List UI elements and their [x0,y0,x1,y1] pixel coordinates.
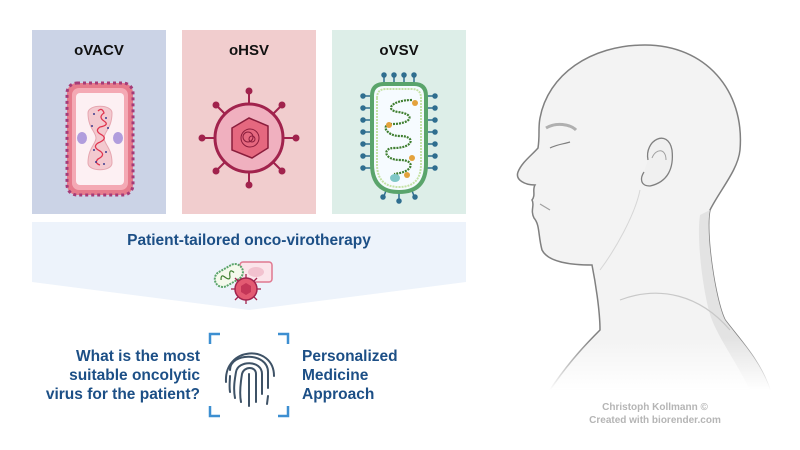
panel-ohsv: oHSV [182,30,316,214]
virus-cluster-icon [213,261,273,304]
panel-ovacv: oVACV [32,30,166,214]
fingerprint-icon [224,352,275,407]
panel-title: oVSV [379,42,419,59]
banner-title: Patient-tailored onco-virotherapy [127,232,371,249]
panel-title: oHSV [228,42,269,59]
herpes-simplex-virus-icon [198,87,300,189]
scan-brackets [208,332,290,418]
question-line: virus for the patient? [45,386,200,403]
credit-text: Christoph Kollmann © Created with bioren… [560,401,750,427]
approach-line: Personalized [302,348,398,365]
question-line: suitable oncolytic [69,367,200,384]
approach-text: Personalized Medicine Approach [302,347,442,404]
question-line: What is the most [75,348,200,365]
question-text: What is the most suitable oncolytic viru… [40,347,200,404]
fingerprint-scan-icon [208,332,290,418]
vesicular-stomatitis-virus-icon [360,72,438,204]
patient-head-profile [500,40,800,390]
credit-author: Christoph Kollmann © [602,402,708,413]
approach-line: Approach [302,386,375,403]
vaccinia-virus-icon [65,81,135,197]
panel-ovsv: oVSV [332,30,466,214]
credit-tool: Created with biorender.com [589,415,721,426]
panel-title: oVACV [74,42,124,59]
therapy-banner: Patient-tailored onco-virotherapy [32,222,466,310]
approach-line: Medicine [302,367,369,384]
